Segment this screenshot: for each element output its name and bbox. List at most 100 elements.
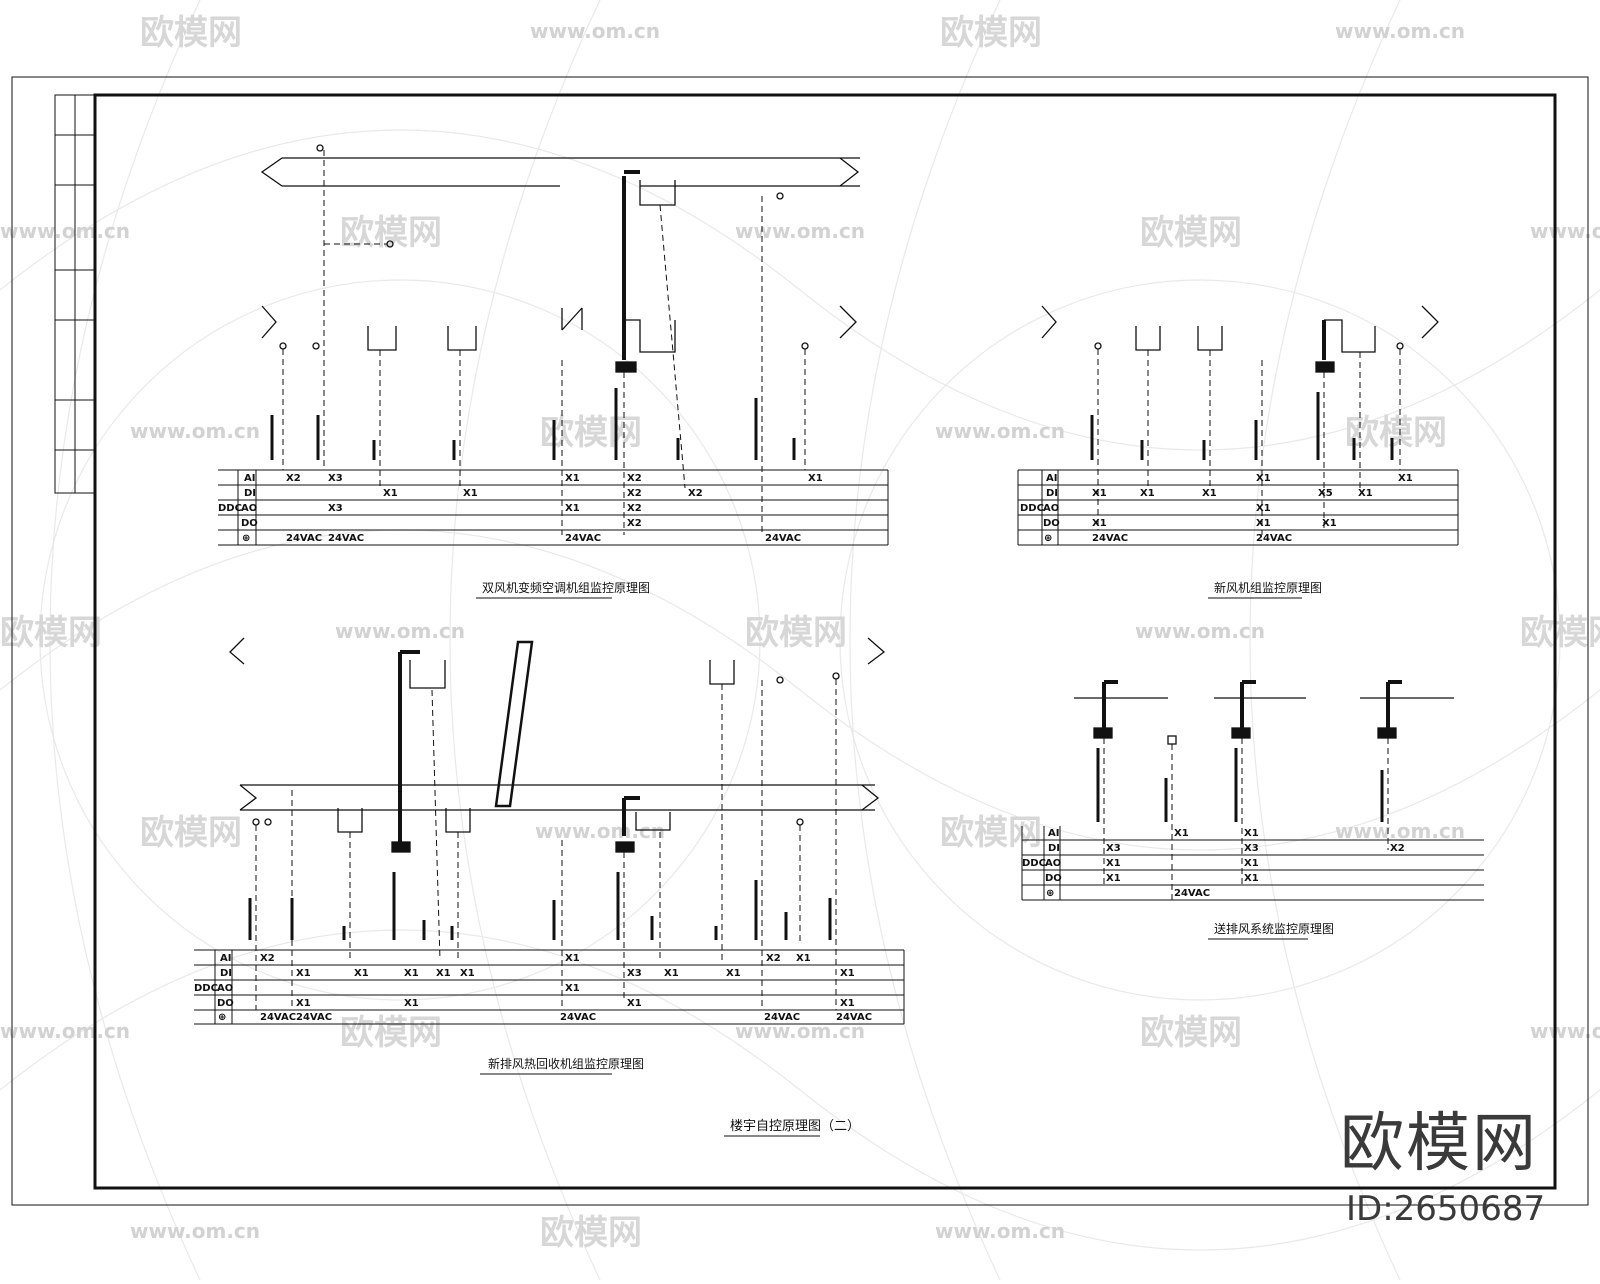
watermark-url: www.om.cn xyxy=(935,419,1065,443)
io-label: 24VAC xyxy=(296,1012,332,1023)
row-label-ai: AI xyxy=(1046,473,1057,484)
watermark-url: www.om.cn xyxy=(535,819,665,843)
row-label-power: ⊕ xyxy=(1046,888,1054,899)
row-label-ai: AI xyxy=(220,953,231,964)
control-lines xyxy=(1097,349,1401,535)
diagram-fresh-air-unit-text: AI DI AO DO ⊕ DDC X1 X1 X1 X1 X1 X5 X1 X… xyxy=(1020,473,1413,595)
sensor-icon xyxy=(1094,342,1102,350)
diagram-title: 双风机变频空调机组监控原理图 xyxy=(482,580,650,595)
exhaust-arrow xyxy=(867,637,886,665)
watermark-url: www.om.cn xyxy=(1530,1019,1600,1043)
io-label: 24VAC xyxy=(560,1012,596,1023)
diagram-ventilation-system xyxy=(1021,680,1484,901)
watermark-brand: 欧模网 xyxy=(940,13,1042,53)
io-label: 24VAC xyxy=(765,533,801,544)
row-label-power: ⊕ xyxy=(1044,533,1052,544)
io-label: X1 xyxy=(726,968,741,979)
io-label: X3 xyxy=(627,968,642,979)
sensor-icon xyxy=(252,818,260,826)
io-table xyxy=(194,949,905,1025)
io-label: X1 xyxy=(808,473,823,484)
watermark-url: www.om.cn xyxy=(530,19,660,43)
io-label: 24VAC xyxy=(1174,888,1210,899)
row-label-ao: AO xyxy=(241,503,257,514)
io-label: X3 xyxy=(328,503,343,514)
io-label: X1 xyxy=(565,983,580,994)
corner-brand-logo: 欧模网 xyxy=(1340,1107,1538,1181)
sensor-icon xyxy=(1396,342,1404,350)
io-label: X1 xyxy=(460,968,475,979)
watermark-url: www.om.cn xyxy=(335,619,465,643)
exhaust-arrow xyxy=(229,637,245,665)
point-label-marks xyxy=(248,872,832,940)
io-label: X1 xyxy=(1398,473,1413,484)
filter-box xyxy=(445,808,471,833)
io-label: X1 xyxy=(383,488,398,499)
duct-arrow xyxy=(839,157,860,187)
io-label: 24VAC xyxy=(1092,533,1128,544)
io-label: X5 xyxy=(1318,488,1333,499)
io-label: X1 xyxy=(354,968,369,979)
vfd-box xyxy=(615,361,637,373)
watermark-url: www.om.cn xyxy=(1530,219,1600,243)
watermark-url: www.om.cn xyxy=(0,219,130,243)
io-label: X2 xyxy=(627,503,642,514)
inlet-arrow xyxy=(261,305,277,339)
row-label-do: DO xyxy=(1043,518,1060,529)
row-label-do: DO xyxy=(217,998,234,1009)
sensor-icon xyxy=(776,676,784,684)
filter-box xyxy=(337,808,363,833)
io-label: 24VAC xyxy=(836,1012,872,1023)
io-label: X1 xyxy=(1202,488,1217,499)
diagram-heat-recovery-unit xyxy=(194,637,905,1025)
row-label-do: DO xyxy=(241,518,258,529)
sheet-frame xyxy=(11,76,1589,1206)
io-label: X1 xyxy=(840,998,855,1009)
watermark-url: www.om.cn xyxy=(1135,619,1265,643)
outlet-arrow xyxy=(1421,305,1439,339)
row-label-power: ⊕ xyxy=(242,533,250,544)
filter-box xyxy=(447,326,477,351)
diagram-fresh-air-unit xyxy=(1017,305,1459,546)
diagram-dual-fan-ahu xyxy=(218,144,889,546)
row-label-di: DI xyxy=(1048,843,1060,854)
io-label: X1 xyxy=(1092,518,1107,529)
sensor-icon xyxy=(264,818,272,826)
io-label: X2 xyxy=(627,488,642,499)
io-label: X2 xyxy=(1390,843,1405,854)
row-label-ai: AI xyxy=(1048,828,1059,839)
io-label: X1 xyxy=(1244,873,1259,884)
outlet-arrow xyxy=(839,305,857,339)
point-label-marks xyxy=(1090,392,1394,460)
filter-box xyxy=(709,660,735,685)
watermark-url: www.om.cn xyxy=(935,1219,1065,1243)
io-label: X1 xyxy=(1106,858,1121,869)
watermark-brand: 欧模网 xyxy=(540,413,642,453)
io-label: X1 xyxy=(436,968,451,979)
io-label: 24VAC xyxy=(1256,533,1292,544)
sensor-icon xyxy=(801,342,809,350)
io-table xyxy=(1017,469,1459,546)
io-label: X2 xyxy=(688,488,703,499)
watermark-brand: 欧模网 xyxy=(0,613,102,653)
watermark-url: www.om.cn xyxy=(1335,19,1465,43)
io-label: X1 xyxy=(565,473,580,484)
ddc-label: DDC xyxy=(1022,858,1046,869)
io-table xyxy=(1021,826,1484,901)
coil xyxy=(561,307,583,331)
io-label: 24VAC xyxy=(565,533,601,544)
control-lines xyxy=(1103,738,1389,900)
io-label: X1 xyxy=(404,998,419,1009)
point-label-marks xyxy=(1096,748,1384,822)
row-label-ao: AO xyxy=(1045,858,1061,869)
io-label: X1 xyxy=(796,953,811,964)
ddc-label: DDC xyxy=(218,503,242,514)
fan-box xyxy=(1324,319,1376,353)
control-lines xyxy=(255,679,837,1010)
row-label-power: ⊕ xyxy=(218,1012,226,1023)
row-label-ai: AI xyxy=(244,473,255,484)
io-label: X1 xyxy=(296,968,311,979)
watermark-brand: 欧模网 xyxy=(1520,613,1600,653)
filter-box xyxy=(1197,326,1223,351)
